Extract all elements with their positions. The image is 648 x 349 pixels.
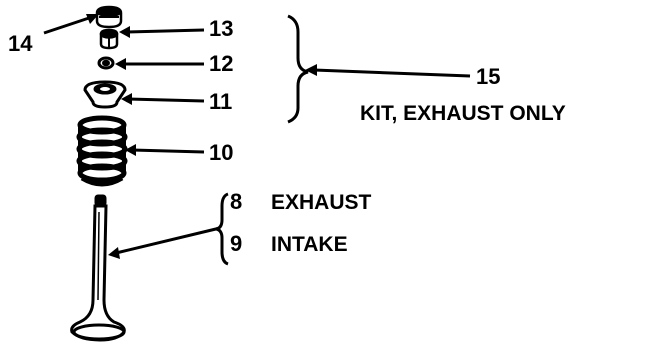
label-exhaust: EXHAUST: [271, 191, 372, 214]
callout-13: 13: [209, 16, 233, 41]
callout-9: 9: [230, 231, 242, 256]
arrowhead-8-9: [108, 247, 120, 259]
leader-15: [313, 68, 471, 78]
label-kit-exhaust-only: KIT, EXHAUST ONLY: [360, 102, 566, 125]
part-14-valve-cap: [95, 5, 123, 29]
callout-11: 11: [209, 89, 232, 114]
part-13-retainer-lock: [99, 28, 119, 50]
arrowhead-11: [121, 93, 132, 105]
callout-15: 15: [476, 64, 500, 89]
leader-10: [131, 148, 205, 154]
arrowhead-10: [125, 144, 136, 156]
leader-14: [43, 15, 93, 35]
callout-10: 10: [209, 140, 233, 165]
label-intake: INTAKE: [271, 233, 348, 256]
leader-8-9: [115, 226, 221, 255]
part-10-valve-spring: [76, 115, 128, 187]
leader-13: [125, 28, 205, 34]
part-11-spring-retainer: [83, 80, 127, 109]
arrowhead-14: [86, 14, 99, 24]
brace-kit: [287, 14, 309, 124]
leader-11: [127, 97, 205, 103]
arrowhead-12: [115, 58, 126, 70]
callout-14: 14: [8, 31, 33, 56]
brace-8-9: [215, 192, 229, 266]
callout-12: 12: [209, 51, 233, 76]
part-12-seal-ring: [97, 56, 115, 70]
part-8-9-valve: [70, 194, 126, 342]
braces: [215, 14, 309, 266]
arrowhead-13: [119, 26, 130, 38]
callout-8: 8: [230, 189, 242, 214]
arrowhead-15: [305, 64, 317, 76]
leader-lines: [43, 14, 471, 259]
